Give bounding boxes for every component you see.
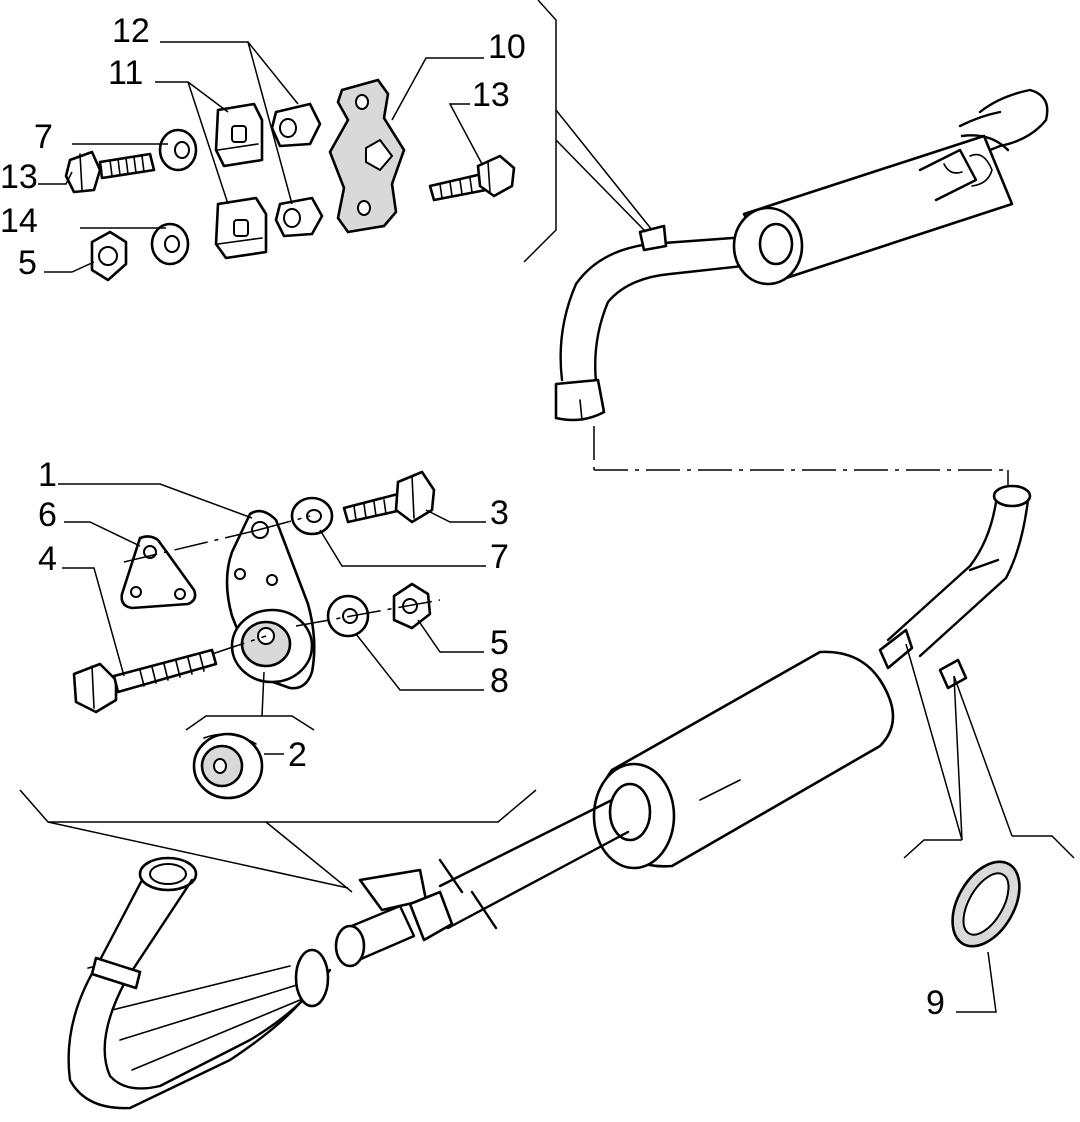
centre-muffler-section [334, 484, 1032, 968]
spacer-12-lower [274, 196, 324, 238]
label-4: 4 [38, 540, 57, 578]
bolt-13-left [64, 150, 156, 194]
label-5-top: 5 [18, 244, 37, 282]
leader-lines [19, 0, 1075, 1013]
label-7-mid: 7 [490, 538, 509, 576]
label-3: 3 [490, 494, 509, 532]
label-11: 11 [108, 54, 143, 92]
label-13-left: 13 [0, 158, 38, 196]
label-6: 6 [38, 496, 57, 534]
label-2: 2 [288, 736, 307, 774]
bolt-13-right [428, 154, 516, 202]
rubber-mount-10 [328, 78, 406, 234]
nut-5-top [90, 230, 128, 282]
bush-2 [192, 732, 264, 800]
rear-muffler-section [554, 88, 1049, 422]
bolt-4 [72, 648, 218, 714]
front-downpipe [67, 856, 332, 1110]
hanger-assembly [72, 470, 441, 800]
bracket-11-lower [214, 196, 268, 260]
washer-14 [150, 222, 190, 266]
spacer-12-upper [270, 102, 322, 148]
label-12: 12 [112, 12, 150, 50]
label-13-right: 13 [472, 76, 510, 114]
top-hardware-kit [64, 78, 516, 282]
bush-in-bracket [230, 608, 314, 684]
bracket-11-upper [214, 102, 264, 168]
gasket-9 [951, 860, 1021, 948]
label-5-mid: 5 [490, 624, 509, 662]
label-8: 8 [490, 662, 509, 700]
washer-7-mid [290, 496, 334, 536]
bolt-3 [342, 470, 436, 524]
part-number-labels: 12 11 10 13 7 13 14 5 1 6 4 3 7 5 8 2 9 [0, 12, 945, 1022]
label-10: 10 [488, 28, 526, 66]
nut-5-mid [392, 582, 432, 630]
washer-7-top [158, 128, 198, 172]
label-7-top: 7 [34, 118, 53, 156]
label-9: 9 [926, 984, 945, 1022]
label-14: 14 [0, 202, 38, 240]
label-1: 1 [38, 456, 57, 494]
